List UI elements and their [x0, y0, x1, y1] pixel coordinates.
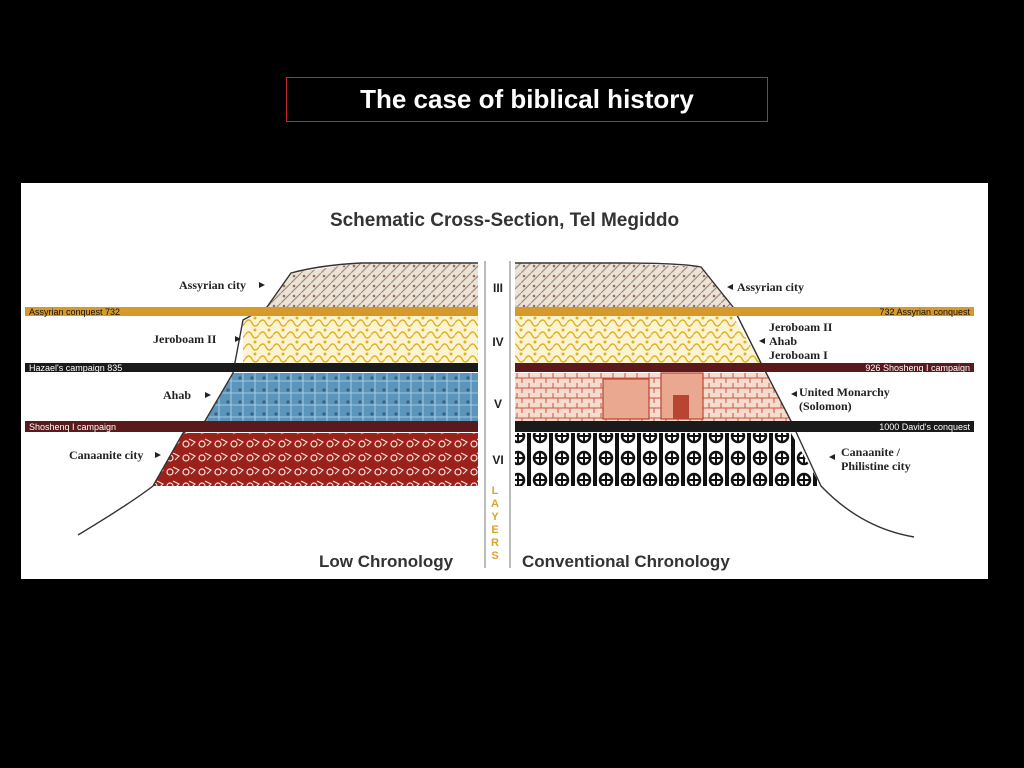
layer-vi-label: VI: [492, 453, 504, 467]
left-band-hazael-text: Hazael's campaign 835: [29, 363, 123, 373]
conventional-chronology-label: Conventional Chronology: [522, 552, 730, 571]
layers-vertical-label: L A Y E R S: [491, 485, 499, 562]
right-label-assyrian-city: Assyrian city: [737, 280, 804, 294]
right-band-david-text: 1000 David's conquest: [879, 422, 970, 432]
right-layer-vi: [515, 433, 821, 486]
right-layer-iii: [515, 263, 733, 307]
right-label-solomon: (Solomon): [799, 399, 852, 413]
cross-section-diagram: Schematic Cross-Section, Tel Megiddo III…: [21, 183, 988, 579]
right-band-assyrian-text: 732 Assyrian conquest: [879, 307, 970, 317]
left-layer-v: [205, 373, 478, 421]
right-label-united-monarchy: United Monarchy: [799, 385, 890, 399]
left-layer-iv: [243, 309, 478, 363]
low-chronology-label: Low Chronology: [319, 552, 454, 571]
right-layer-iv: [515, 316, 761, 363]
right-label-canaanite: Canaanite /: [841, 445, 901, 459]
right-label-jeroboam-ii: Jeroboam II: [769, 320, 833, 334]
left-label-canaanite-city: Canaanite city: [69, 448, 144, 462]
diagram-title: Schematic Cross-Section, Tel Megiddo: [329, 210, 680, 231]
left-band-assyrian: [25, 307, 478, 316]
right-mound-outline: [515, 262, 915, 538]
left-band-shoshenq: [25, 421, 478, 432]
left-label-assyrian-city: Assyrian city: [179, 278, 246, 292]
left-band-hazael: [25, 363, 478, 372]
layer-v-label: V: [493, 397, 502, 411]
left-layer-vi: [153, 433, 478, 486]
right-layer-v: [515, 373, 791, 421]
left-band-assyrian-text: Assyrian conquest 732: [29, 307, 121, 317]
right-label-philistine-city: Philistine city: [841, 459, 911, 473]
left-label-ahab: Ahab: [163, 388, 192, 402]
right-band-david: [515, 421, 974, 432]
layer-iii-label: III: [492, 281, 503, 295]
right-label-jeroboam-i: Jeroboam I: [769, 348, 828, 362]
right-band-shoshenq-text: 926 Shoshenq I campaign: [865, 363, 970, 373]
right-band-shoshenq: [515, 363, 974, 372]
left-label-jeroboam-ii: Jeroboam II: [153, 332, 217, 346]
left-band-shoshenq-text: Shoshenq I campaign: [29, 422, 117, 432]
layer-iv-label: IV: [492, 335, 504, 349]
left-mound-outline: [77, 262, 478, 536]
left-layer-iii: [267, 263, 478, 307]
slide-title: The case of biblical history: [286, 77, 768, 122]
right-label-ahab: Ahab: [769, 334, 798, 348]
cross-section-graphic: [25, 261, 974, 568]
right-band-assyrian: [515, 307, 974, 316]
